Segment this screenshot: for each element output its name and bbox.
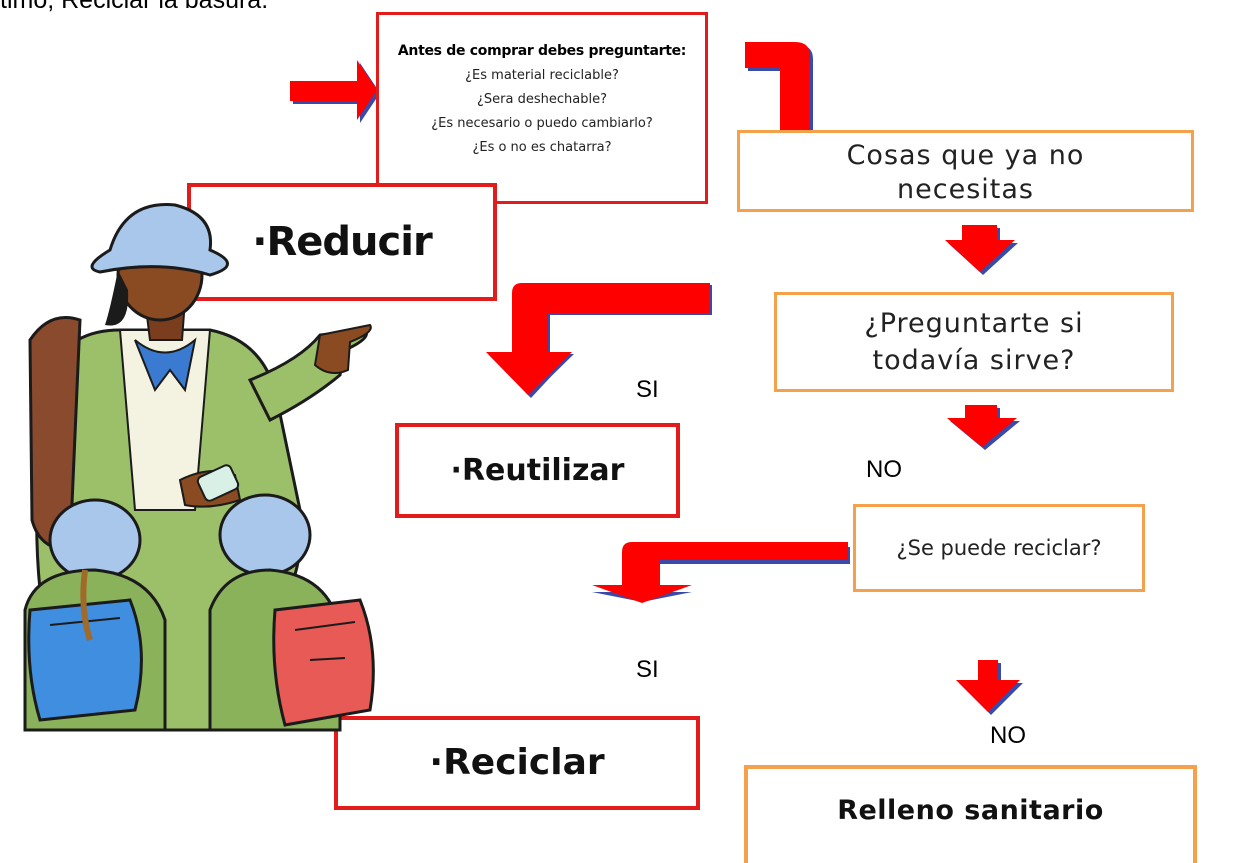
si-label: SI (636, 656, 659, 683)
no-label: NO (866, 456, 902, 483)
question-item: ¿Es o no es chatarra? (472, 140, 612, 155)
reducir-label: ·Reducir (252, 219, 432, 265)
pregunta-line-1: ¿Preguntarte si (864, 308, 1084, 339)
si-label: SI (636, 376, 659, 403)
question-item: ¿Sera deshechable? (477, 92, 607, 107)
question-item: ¿Es material reciclable? (465, 68, 619, 83)
cosas-line-1: Cosas que ya no (846, 140, 1085, 171)
intro-text: timo, Reciclar la basura. (0, 0, 269, 14)
relleno-label: Relleno sanitario (837, 795, 1104, 826)
bent-arrow-icon (486, 283, 713, 398)
reducir-box: ·Reducir (187, 183, 497, 301)
bent-arrow-icon (592, 542, 850, 603)
down-arrow-icon (947, 405, 1020, 450)
questions-title: Antes de comprar debes preguntarte: (397, 43, 687, 59)
relleno-box: Relleno sanitario (744, 765, 1197, 863)
pregunta-box: ¿Preguntarte si todavía sirve? (774, 292, 1174, 392)
questions-box: Antes de comprar debes preguntarte: ¿Es … (376, 12, 708, 204)
down-arrow-icon (956, 660, 1023, 715)
teacher-children-illustration (23, 203, 375, 732)
pregunta-line-2: todavía sirve? (872, 345, 1076, 376)
reciclar-box: ·Reciclar (334, 716, 700, 810)
cosas-box: Cosas que ya no necesitas (737, 130, 1194, 212)
cosas-line-2: necesitas (897, 174, 1034, 205)
se-puede-label: ¿Se puede reciclar? (896, 536, 1102, 560)
down-arrow-icon (945, 225, 1018, 275)
right-arrow-icon (290, 60, 380, 123)
reutilizar-label: ·Reutilizar (450, 453, 625, 488)
no-label: NO (990, 722, 1026, 749)
reciclar-label: ·Reciclar (429, 742, 605, 783)
reutilizar-box: ·Reutilizar (395, 423, 680, 518)
se-puede-box: ¿Se puede reciclar? (853, 504, 1145, 592)
question-item: ¿Es necesario o puedo cambiarlo? (431, 116, 653, 131)
